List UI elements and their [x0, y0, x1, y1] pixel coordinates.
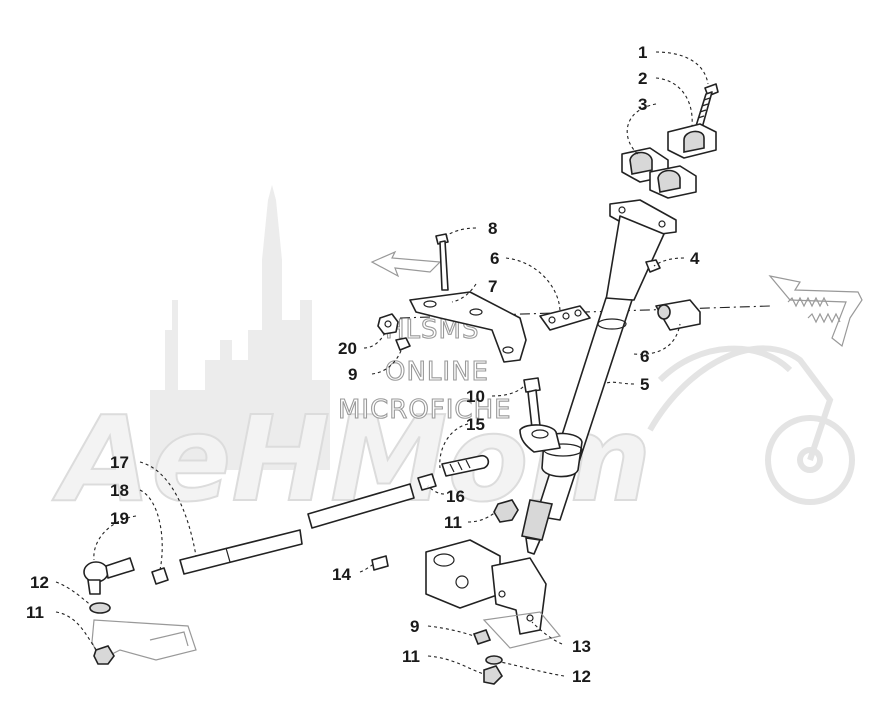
bracket-part-7 [409, 291, 527, 363]
callout-4: 4 [690, 249, 700, 268]
callout-13: 13 [572, 637, 591, 656]
nut-part-11-lower [483, 665, 504, 685]
washer-part-12-lower [485, 655, 503, 665]
tie-rod-part-17 [179, 483, 415, 575]
lower-clamp-part-3 [621, 147, 697, 199]
callout-11-left: 11 [26, 603, 44, 622]
washer-part-12-left [89, 602, 111, 614]
phantom-arrow-left [370, 250, 442, 278]
callout-17: 17 [110, 453, 129, 472]
spindle-arm-left [91, 619, 197, 661]
phantom-spring-2 [807, 312, 841, 324]
callout-20: 20 [338, 339, 357, 358]
callout-14: 14 [332, 565, 351, 584]
pitman-arm-part-15 [441, 424, 561, 477]
callout-12-left: 12 [30, 573, 49, 592]
watermark-motorcycle [647, 345, 855, 505]
watermark-line-online: ONLINE [385, 357, 489, 387]
callout-2: 2 [638, 69, 647, 88]
callout-18: 18 [110, 481, 129, 500]
watermark: AeHMom HLSMS ONLINE MICROFICHE [51, 185, 855, 529]
steering-gear-housing [425, 539, 501, 609]
upper-clamp-part-2 [667, 123, 717, 159]
screw-part-14 [371, 555, 389, 571]
callout-3: 3 [638, 95, 647, 114]
lock-nut-part-11-center [493, 499, 519, 523]
callout-19: 19 [110, 509, 129, 528]
callout-15: 15 [466, 415, 485, 434]
leader-lines [55, 51, 709, 677]
watermark-line-microfiche: MICROFICHE [338, 395, 512, 425]
callout-9-upper: 9 [348, 365, 357, 384]
callout-11-center: 11 [444, 513, 462, 532]
ball-joint-part-19 [83, 557, 135, 595]
clamp-part-6-right [655, 299, 701, 331]
support-bracket-part-13 [491, 557, 547, 635]
callout-6-lower: 6 [640, 347, 649, 366]
callout-11-lower: 11 [402, 647, 420, 666]
callout-10: 10 [466, 387, 485, 406]
bolt-part-1 [695, 83, 719, 129]
nut-part-11-left [93, 645, 115, 665]
callout-8: 8 [488, 219, 497, 238]
phantom-spring-1 [787, 296, 829, 308]
callout-16: 16 [446, 487, 465, 506]
phantom-floor-plate [482, 611, 562, 649]
bolt-part-8 [435, 233, 449, 291]
callout-7: 7 [488, 277, 497, 296]
phantom-bracket-right [768, 275, 863, 348]
nut-part-9-lower [472, 629, 492, 645]
callout-12-lower: 12 [572, 667, 591, 686]
phantom-parts [370, 250, 863, 348]
callout-labels: 1 2 3 4 5 6 6 7 8 9 9 10 11 11 11 12 12 … [26, 43, 700, 686]
steering-post-part-5 [521, 199, 677, 555]
callout-5: 5 [640, 375, 649, 394]
clamp-part-6-left [539, 305, 591, 331]
jam-nut-part-16 [417, 473, 437, 491]
watermark-skyline [150, 185, 330, 470]
bolt-part-10 [523, 377, 541, 429]
callout-1: 1 [638, 43, 647, 62]
jam-nut-part-18 [151, 567, 169, 585]
callout-6-upper: 6 [490, 249, 499, 268]
callout-9-lower: 9 [410, 617, 419, 636]
nut-part-20 [377, 313, 399, 335]
nut-part-9-upper [395, 337, 411, 351]
nut-part-4 [645, 259, 661, 273]
